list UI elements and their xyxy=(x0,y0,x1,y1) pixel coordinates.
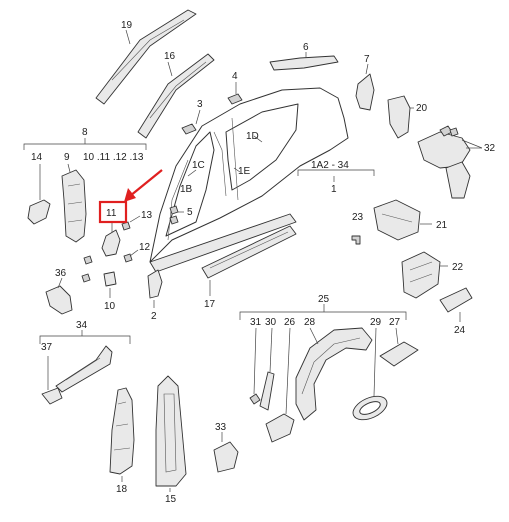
part-27-plate xyxy=(379,327,419,367)
label-16: 16 xyxy=(164,51,176,62)
label-1C: 1C xyxy=(192,160,205,171)
part-21-panel xyxy=(373,199,432,241)
label-25: 25 xyxy=(318,294,330,305)
part-7-reinforcement xyxy=(355,63,375,111)
part-32-rear-assembly xyxy=(417,125,483,199)
part-15-b-pillar xyxy=(155,375,187,492)
label-11: 11 xyxy=(106,208,117,219)
group-25-bracket xyxy=(239,304,407,320)
part-labels: 19 16 6 4 7 3 20 1D 8 14 9 10 .11 .12 .1… xyxy=(31,20,496,505)
label-14: 14 xyxy=(31,152,43,163)
highlight-part-11 xyxy=(98,169,163,224)
group-34-bracket xyxy=(39,330,131,344)
part-16-a-pillar-rail xyxy=(137,53,215,139)
group-8-bracket xyxy=(23,138,147,150)
label-6: 6 xyxy=(303,42,309,53)
label-1E: 1E xyxy=(238,166,251,177)
label-26: 26 xyxy=(284,317,296,328)
group-1-bracket xyxy=(297,169,375,182)
label-18: 18 xyxy=(116,484,128,495)
label-20: 20 xyxy=(416,103,428,114)
label-2: 2 xyxy=(151,311,157,322)
label-33: 33 xyxy=(215,422,227,433)
part-17-sill xyxy=(201,225,297,296)
label-10: 10 xyxy=(104,301,116,312)
part-4-bracket xyxy=(227,82,243,105)
part-2-bracket xyxy=(147,269,163,308)
label-37: 37 xyxy=(41,342,53,353)
label-9: 9 xyxy=(64,152,70,163)
part-18-pillar-lower xyxy=(109,387,135,482)
part-36-bracket xyxy=(45,277,73,315)
label-1D: 1D xyxy=(246,131,259,142)
part-20-bracket xyxy=(387,95,414,139)
label-34: 34 xyxy=(76,320,88,331)
label-3: 3 xyxy=(197,99,203,110)
label-12: 12 xyxy=(139,242,151,253)
label-24: 24 xyxy=(454,325,466,336)
label-13: 13 xyxy=(141,210,153,221)
part-29-ring xyxy=(352,327,388,421)
label-28: 28 xyxy=(304,317,316,328)
part-30-strip xyxy=(259,327,275,411)
part-1-side-panel xyxy=(149,87,349,273)
label-1B: 1B xyxy=(180,184,193,195)
part-5-clips xyxy=(169,205,184,225)
label-32: 32 xyxy=(484,143,496,154)
label-29: 29 xyxy=(370,317,382,328)
part-22-panel xyxy=(401,251,448,299)
label-27: 27 xyxy=(389,317,401,328)
label-10-11-12-13: 10 .11 .12 .13 xyxy=(83,152,144,163)
part-23-clip xyxy=(351,235,361,245)
label-15: 15 xyxy=(165,494,177,505)
label-4: 4 xyxy=(232,71,238,82)
label-30: 30 xyxy=(265,317,277,328)
part-11-gusset xyxy=(101,222,121,257)
part-26-bracket xyxy=(265,327,295,443)
label-22: 22 xyxy=(452,262,464,273)
label-1A2-34: 1A2 - 34 xyxy=(311,160,349,171)
part-31-clip xyxy=(249,327,261,405)
part-24-plate xyxy=(439,287,473,322)
part-9-inner-pillar xyxy=(61,163,87,243)
label-5: 5 xyxy=(187,207,193,218)
part-14-support xyxy=(27,164,51,225)
label-8: 8 xyxy=(82,127,88,138)
part-10-block xyxy=(81,255,117,298)
part-19-roof-rail xyxy=(95,9,197,105)
part-6-roof-strip xyxy=(269,52,339,71)
label-17: 17 xyxy=(204,299,216,310)
part-34-strut xyxy=(55,345,113,393)
label-31: 31 xyxy=(250,317,262,328)
label-19: 19 xyxy=(121,20,133,31)
part-3-clip xyxy=(181,109,201,135)
part-12-clip xyxy=(123,249,139,263)
label-36: 36 xyxy=(55,268,67,279)
label-1: 1 xyxy=(331,184,337,195)
part-28-wheel-house xyxy=(295,327,373,421)
part-37-bracket xyxy=(41,356,63,405)
part-33-cap xyxy=(213,432,239,473)
label-7: 7 xyxy=(364,54,370,65)
label-21: 21 xyxy=(436,220,448,231)
label-23: 23 xyxy=(352,212,364,223)
